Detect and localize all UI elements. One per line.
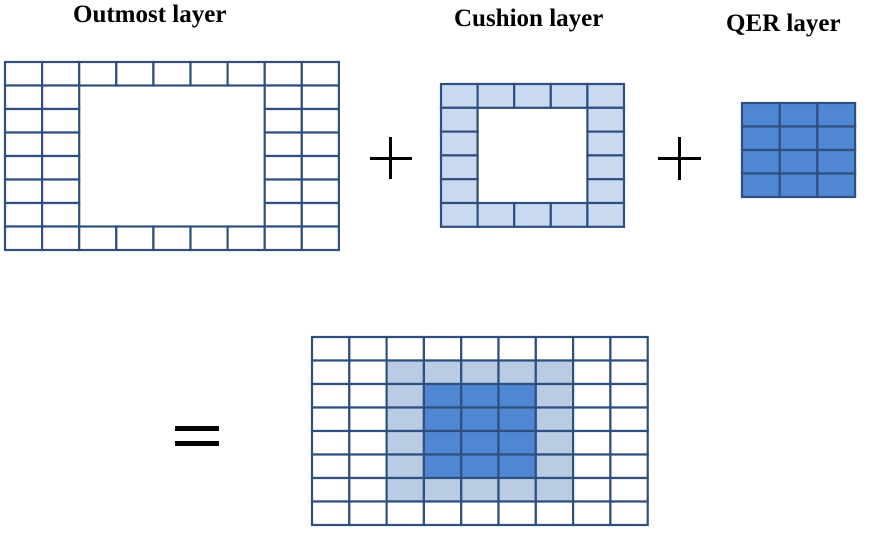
qer-cell-r3-c2 — [816, 172, 857, 199]
result-cell-r1-c0 — [310, 359, 351, 386]
result-cell-r6-c6 — [534, 476, 575, 503]
result-cell-r7-c5 — [497, 500, 537, 527]
plus-sign-2 — [658, 137, 701, 180]
result-cell-r7-c4 — [460, 500, 500, 527]
result-cell-r0-c1 — [348, 335, 388, 362]
result-cell-r7-c3 — [422, 500, 463, 527]
result-cell-r4-c1 — [348, 429, 388, 456]
result-cell-r2-c3 — [422, 382, 463, 409]
result-cell-r2-c4 — [460, 382, 500, 409]
result-cell-r4-c3 — [422, 429, 463, 456]
outmost-layer-title: Outmost layer — [73, 1, 227, 28]
result-cell-r7-c7 — [571, 500, 612, 527]
result-cell-r7-c1 — [348, 500, 388, 527]
result-cell-r6-c7 — [571, 476, 612, 503]
cushion-cell-r5-c4 — [586, 201, 626, 228]
result-cell-r1-c4 — [460, 359, 500, 386]
result-cell-r1-c1 — [348, 359, 388, 386]
result-cell-r5-c6 — [534, 453, 575, 480]
result-cell-r2-c5 — [497, 382, 537, 409]
result-cell-r2-c6 — [534, 382, 575, 409]
result-cell-r3-c6 — [534, 406, 575, 433]
result-cell-r6-c0 — [310, 476, 351, 503]
result-cell-r1-c6 — [534, 359, 575, 386]
qer-layer-title: QER layer — [726, 10, 841, 37]
result-cell-r5-c0 — [310, 453, 351, 480]
result-cell-r2-c2 — [385, 382, 426, 409]
result-cell-r2-c8 — [609, 382, 649, 409]
result-cell-r4-c8 — [609, 429, 649, 456]
cushion-layer-title: Cushion layer — [454, 5, 604, 32]
result-cell-r5-c5 — [497, 453, 537, 480]
result-cell-r4-c4 — [460, 429, 500, 456]
result-cell-r7-c8 — [609, 500, 649, 527]
result-cell-r0-c7 — [571, 335, 612, 362]
result-cell-r5-c4 — [460, 453, 500, 480]
result-cell-r1-c7 — [571, 359, 612, 386]
outmost-cell-r7-c8 — [300, 225, 340, 252]
result-cell-r3-c5 — [497, 406, 537, 433]
result-cell-r7-c0 — [310, 500, 351, 527]
result-cell-r1-c2 — [385, 359, 426, 386]
result-cell-r6-c8 — [609, 476, 649, 503]
result-cell-r6-c5 — [497, 476, 537, 503]
result-cell-r3-c4 — [460, 406, 500, 433]
result-cell-r7-c6 — [534, 500, 575, 527]
result-cell-r7-c2 — [385, 500, 426, 527]
result-cell-r0-c0 — [310, 335, 351, 362]
result-cell-r6-c1 — [348, 476, 388, 503]
result-cell-r4-c7 — [571, 429, 612, 456]
result-cell-r2-c1 — [348, 382, 388, 409]
result-cell-r5-c1 — [348, 453, 388, 480]
result-cell-r0-c3 — [422, 335, 463, 362]
result-cell-r5-c8 — [609, 453, 649, 480]
result-cell-r6-c3 — [422, 476, 463, 503]
result-cell-r3-c7 — [571, 406, 612, 433]
result-cell-r4-c6 — [534, 429, 575, 456]
result-cell-r5-c7 — [571, 453, 612, 480]
result-cell-r1-c5 — [497, 359, 537, 386]
result-cell-r4-c5 — [497, 429, 537, 456]
result-cell-r3-c2 — [385, 406, 426, 433]
equals-sign — [175, 426, 219, 448]
result-cell-r2-c0 — [310, 382, 351, 409]
result-cell-r5-c3 — [422, 453, 463, 480]
result-cell-r4-c2 — [385, 429, 426, 456]
result-cell-r1-c8 — [609, 359, 649, 386]
result-cell-r3-c0 — [310, 406, 351, 433]
result-cell-r3-c1 — [348, 406, 388, 433]
result-cell-r0-c5 — [497, 335, 537, 362]
result-cell-r3-c8 — [609, 406, 649, 433]
result-cell-r2-c7 — [571, 382, 612, 409]
result-cell-r6-c4 — [460, 476, 500, 503]
result-cell-r6-c2 — [385, 476, 426, 503]
result-cell-r3-c3 — [422, 406, 463, 433]
result-cell-r4-c0 — [310, 429, 351, 456]
result-cell-r0-c2 — [385, 335, 426, 362]
result-cell-r1-c3 — [422, 359, 463, 386]
result-cell-r0-c8 — [609, 335, 649, 362]
result-cell-r5-c2 — [385, 453, 426, 480]
result-cell-r0-c4 — [460, 335, 500, 362]
result-cell-r0-c6 — [534, 335, 575, 362]
plus-sign-1 — [370, 137, 412, 179]
